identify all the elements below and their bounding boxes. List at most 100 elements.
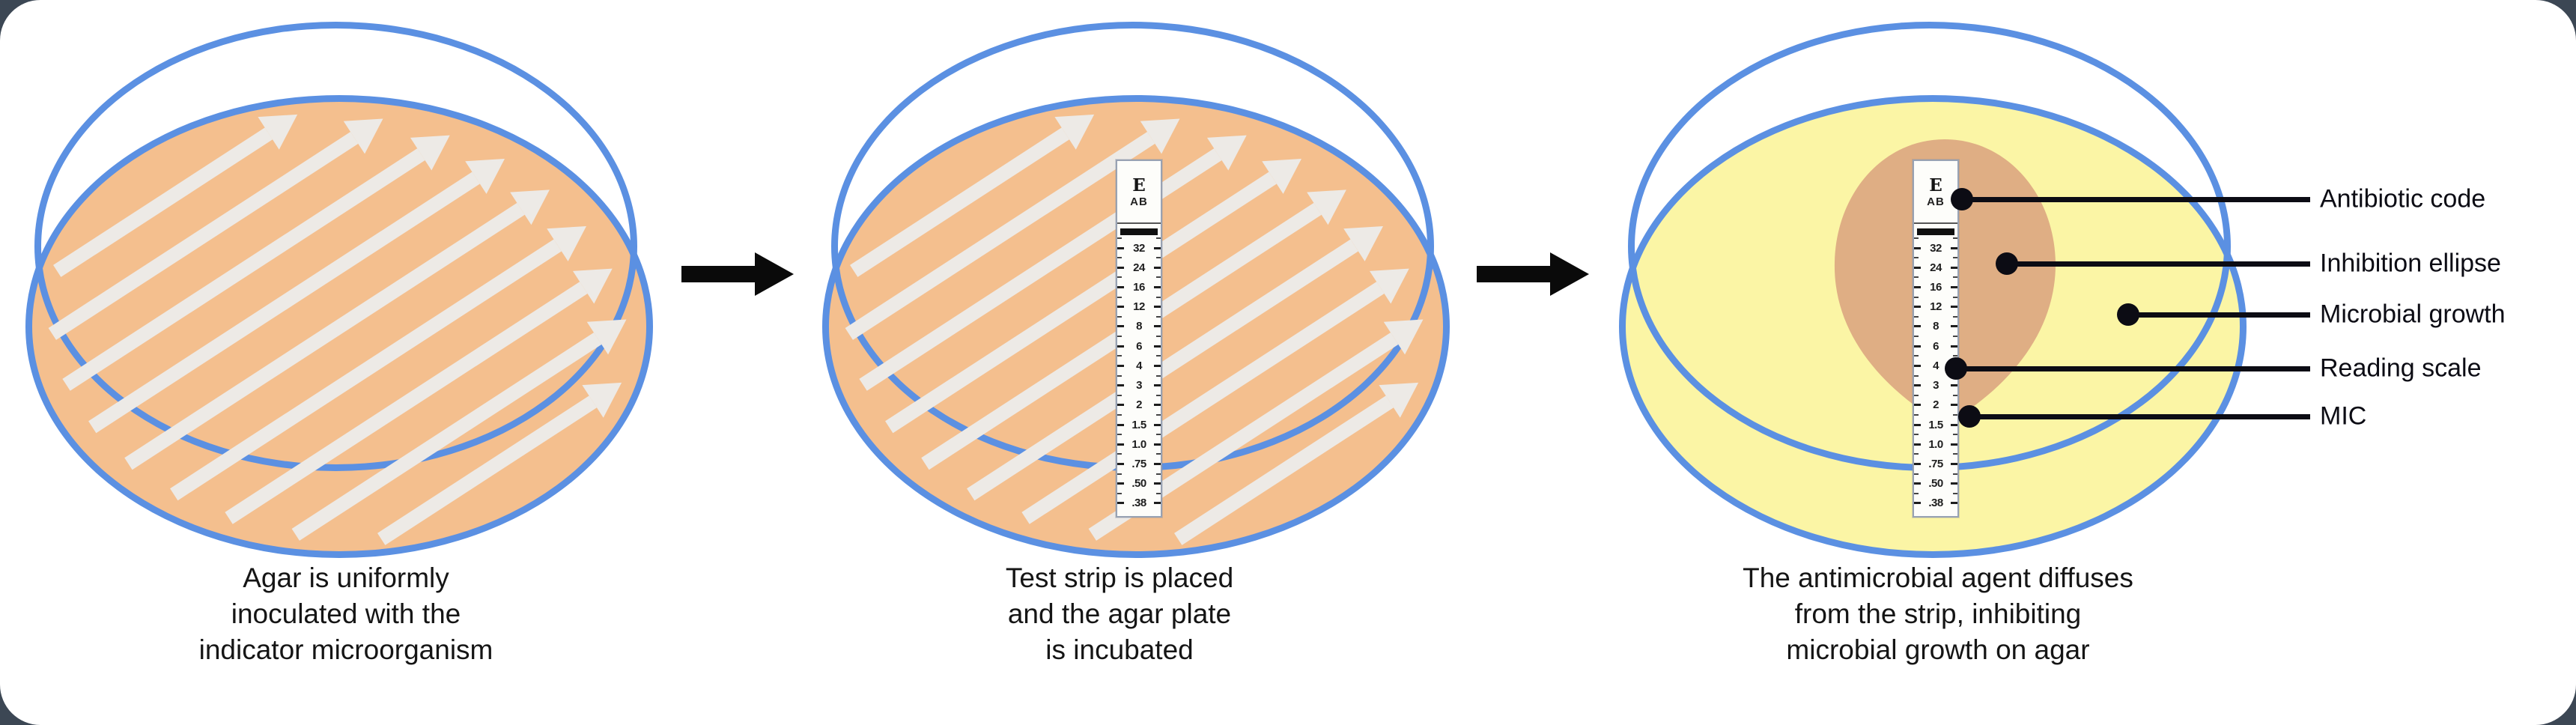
strip-scale-row: 32 — [1914, 237, 1957, 258]
strip-scale-row: 2 — [1117, 394, 1161, 415]
strip-scale-row: 4 — [1117, 355, 1161, 375]
strip-scale-value: 1.5 — [1928, 418, 1943, 431]
scale-tick-right — [1154, 306, 1161, 309]
scale-tick-left — [1117, 502, 1124, 505]
scale-tick-right — [1153, 482, 1161, 485]
strip-scale-row: 24 — [1117, 257, 1161, 277]
scale-tick-left — [1914, 345, 1921, 348]
caption-line: Agar is uniformly — [243, 562, 449, 593]
strip-scale-row: 16 — [1117, 276, 1161, 297]
strip-scale-value: 32 — [1133, 241, 1145, 255]
scale-tick-left — [1117, 423, 1124, 426]
scale-tick-left — [1117, 306, 1124, 309]
strip-scale-value: .75 — [1131, 458, 1146, 471]
strip-scale-row: .75 — [1117, 453, 1161, 473]
scale-tick-left — [1914, 384, 1921, 387]
antibiotic-code: AB — [1130, 195, 1148, 208]
arrow-shaft — [1477, 266, 1550, 282]
scale-tick-right — [1154, 404, 1161, 407]
scale-tick-left — [1117, 482, 1124, 485]
strip-scale-row: 1.0 — [1117, 434, 1161, 454]
scale-tick-right — [1154, 345, 1161, 348]
strip-logo: E — [1132, 175, 1146, 195]
scale-tick-right — [1950, 502, 1957, 505]
strip-scale-value: 24 — [1930, 261, 1942, 274]
scale-tick-left — [1117, 404, 1124, 407]
scale-tick-right — [1951, 246, 1957, 249]
scale-tick-left — [1117, 364, 1124, 367]
scale-tick-left — [1117, 443, 1124, 446]
annotation-label: Microbial growth — [2320, 300, 2506, 329]
annotation-leader-line — [2128, 312, 2310, 318]
annotation-label: MIC — [2320, 401, 2367, 431]
strip-scale-value: 16 — [1133, 281, 1145, 294]
scale-tick-right — [1950, 423, 1957, 426]
strip-scale-row: 24 — [1914, 257, 1957, 277]
scale-tick-left — [1914, 443, 1921, 446]
strip-scale-value: 6 — [1933, 339, 1939, 353]
scale-tick-left — [1117, 345, 1124, 348]
scale-tick-right — [1951, 306, 1957, 309]
caption-line: from the strip, inhibiting — [1794, 598, 2082, 629]
strip-scale-row: .38 — [1914, 492, 1957, 513]
strip-scale-value: 1.5 — [1131, 418, 1146, 431]
step-arrow-icon — [681, 252, 794, 296]
strip-scale-value: 1.0 — [1131, 437, 1146, 451]
scale-tick-right — [1154, 325, 1161, 328]
scale-tick-right — [1154, 286, 1161, 289]
strip-header: E AB — [1914, 161, 1957, 224]
caption-line: inoculated with the — [231, 598, 461, 629]
strip-logo: E — [1929, 175, 1942, 195]
strip-scale-row: 12 — [1117, 296, 1161, 317]
antibiotic-code: AB — [1927, 195, 1945, 208]
annotation-label: Reading scale — [2320, 354, 2482, 383]
scale-tick-left — [1914, 404, 1921, 407]
strip-scale-value: 16 — [1930, 281, 1942, 294]
annotation-label: Inhibition ellipse — [2320, 249, 2501, 278]
annotation-leader-line — [1969, 414, 2310, 419]
strip-scale-row: 8 — [1914, 315, 1957, 336]
step-caption-2: Test strip is placed and the agar plate … — [783, 560, 1456, 668]
step-caption-3: The antimicrobial agent diffuses from th… — [1601, 560, 2275, 668]
arrow-head — [1550, 252, 1589, 296]
strip-scale-value: .75 — [1928, 458, 1943, 471]
strip-max-bar — [1917, 228, 1954, 235]
scale-tick-left — [1914, 502, 1921, 505]
scale-tick-right — [1153, 443, 1161, 446]
annotation-dot — [2117, 303, 2139, 326]
caption-line: and the agar plate — [1007, 598, 1232, 629]
scale-tick-left — [1117, 325, 1124, 328]
arrow-shaft — [681, 266, 755, 282]
scale-tick-left — [1914, 463, 1921, 466]
strip-scale-value: 3 — [1136, 379, 1142, 392]
scale-tick-right — [1154, 364, 1161, 367]
scale-tick-right — [1950, 443, 1957, 446]
scale-tick-right — [1951, 266, 1957, 269]
arrow-head — [755, 252, 794, 296]
scale-tick-left — [1117, 286, 1124, 289]
scale-tick-right — [1950, 482, 1957, 485]
dish-rim — [34, 22, 637, 471]
annotation-leader-line — [2007, 261, 2310, 267]
strip-scale-value: 8 — [1933, 320, 1939, 333]
scale-tick-right — [1153, 502, 1161, 505]
strip-scale-row: 1.5 — [1117, 413, 1161, 434]
strip-scale-value: 24 — [1133, 261, 1145, 274]
strip-scale-row: .38 — [1117, 492, 1161, 513]
scale-tick-right — [1153, 463, 1161, 466]
strip-scale-row: 8 — [1117, 315, 1161, 336]
step-caption-1: Agar is uniformly inoculated with the in… — [9, 560, 683, 668]
caption-line: The antimicrobial agent diffuses — [1743, 562, 2133, 593]
scale-tick-left — [1117, 246, 1124, 249]
annotation-label: Antibiotic code — [2320, 184, 2486, 213]
strip-scale-row: 1.0 — [1914, 434, 1957, 454]
strip-scale-row: 3 — [1117, 374, 1161, 395]
strip-scale-row: 2 — [1914, 394, 1957, 415]
scale-tick-left — [1914, 266, 1921, 269]
scale-tick-left — [1914, 306, 1921, 309]
scale-tick-right — [1153, 423, 1161, 426]
strip-scale-value: 4 — [1933, 359, 1939, 372]
